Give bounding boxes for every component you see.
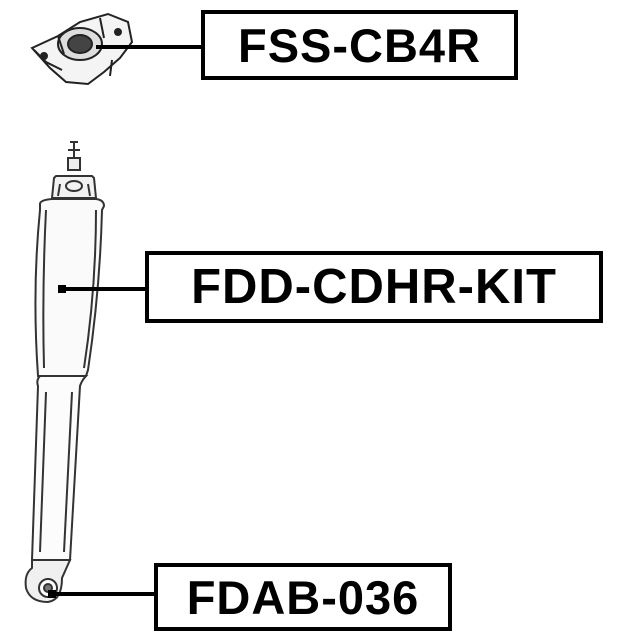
shock-absorber-illustration: [24, 141, 106, 604]
part-label-dust-cover-kit: FDD-CDHR-KIT: [145, 251, 603, 323]
part-label-lower-bushing: FDAB-036: [154, 563, 452, 631]
strut-mount-illustration: [30, 12, 134, 86]
leader-dot-bottom: [48, 590, 56, 598]
leader-dot-middle: [58, 285, 66, 293]
part-label-strut-mount: FSS-CB4R: [201, 10, 518, 80]
